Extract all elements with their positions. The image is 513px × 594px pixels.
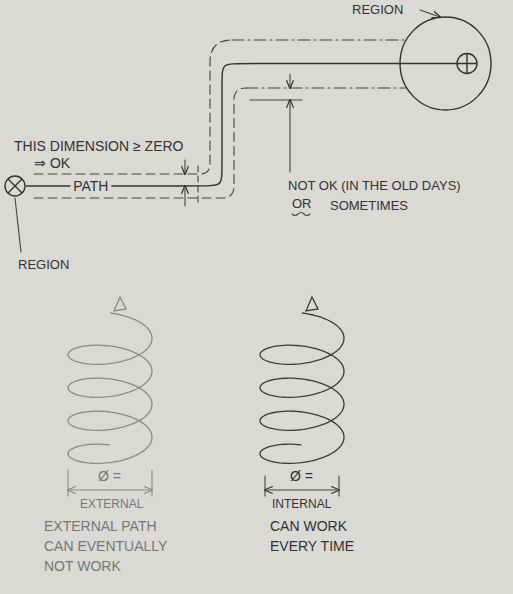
note-label: Ø = (98, 468, 121, 484)
diameter-arrow (68, 489, 152, 490)
sketch-stroke (398, 17, 491, 110)
dimension-line (250, 99, 302, 100)
dimension-arrow (289, 74, 290, 88)
path-label: PATH (70, 178, 111, 194)
coil-winding (68, 313, 152, 463)
spiral-end-triangle (306, 297, 318, 311)
dimension-arrow (184, 160, 185, 174)
leader-line (15, 198, 21, 252)
spiral-end-triangle (114, 297, 126, 311)
note-label: EXTERNAL PATH CAN EVENTUALLY NOT WORK (44, 516, 184, 576)
note-label: NOT OK (IN THE OLD DAYS) (288, 178, 461, 194)
path-centerline (398, 63, 457, 64)
sketch-stroke (15, 10, 440, 496)
note-label: THIS DIMENSION ≥ ZERO (14, 138, 183, 154)
region-outline (398, 16, 493, 111)
note-label: INTERNAL (272, 496, 331, 512)
dimension-arrow (184, 186, 185, 206)
region-circle: REGION (4, 175, 26, 197)
note-label: EXTERNAL (80, 496, 143, 512)
region-label: REGION (352, 2, 403, 18)
note-label: Ø = (290, 468, 313, 484)
underline-mark (292, 213, 310, 216)
path-boundary-dashdot (246, 87, 406, 88)
path-connector (26, 64, 398, 187)
note-label: ⇒ OK (34, 155, 70, 171)
note-label: CAN WORK EVERY TIME (270, 516, 382, 556)
target-cross (457, 54, 477, 74)
region-outline (4, 175, 26, 197)
region-outline (5, 176, 25, 196)
coil-spiral (260, 297, 344, 463)
region-circle: REGION (398, 16, 493, 111)
leader-arrow (420, 10, 440, 17)
path-boundary-dashdot (232, 39, 405, 40)
leader-line (289, 114, 290, 172)
coil-spiral (68, 297, 152, 463)
note-label: SOMETIMES (330, 198, 408, 214)
sketch-stroke (5, 176, 25, 196)
note-label: OR (292, 196, 312, 212)
diameter-arrow (265, 489, 339, 490)
target-circle (457, 54, 477, 74)
region-label: REGION (18, 257, 69, 273)
dimension-arrow (289, 100, 290, 114)
coil-winding (260, 313, 344, 463)
target-cross (8, 179, 22, 193)
